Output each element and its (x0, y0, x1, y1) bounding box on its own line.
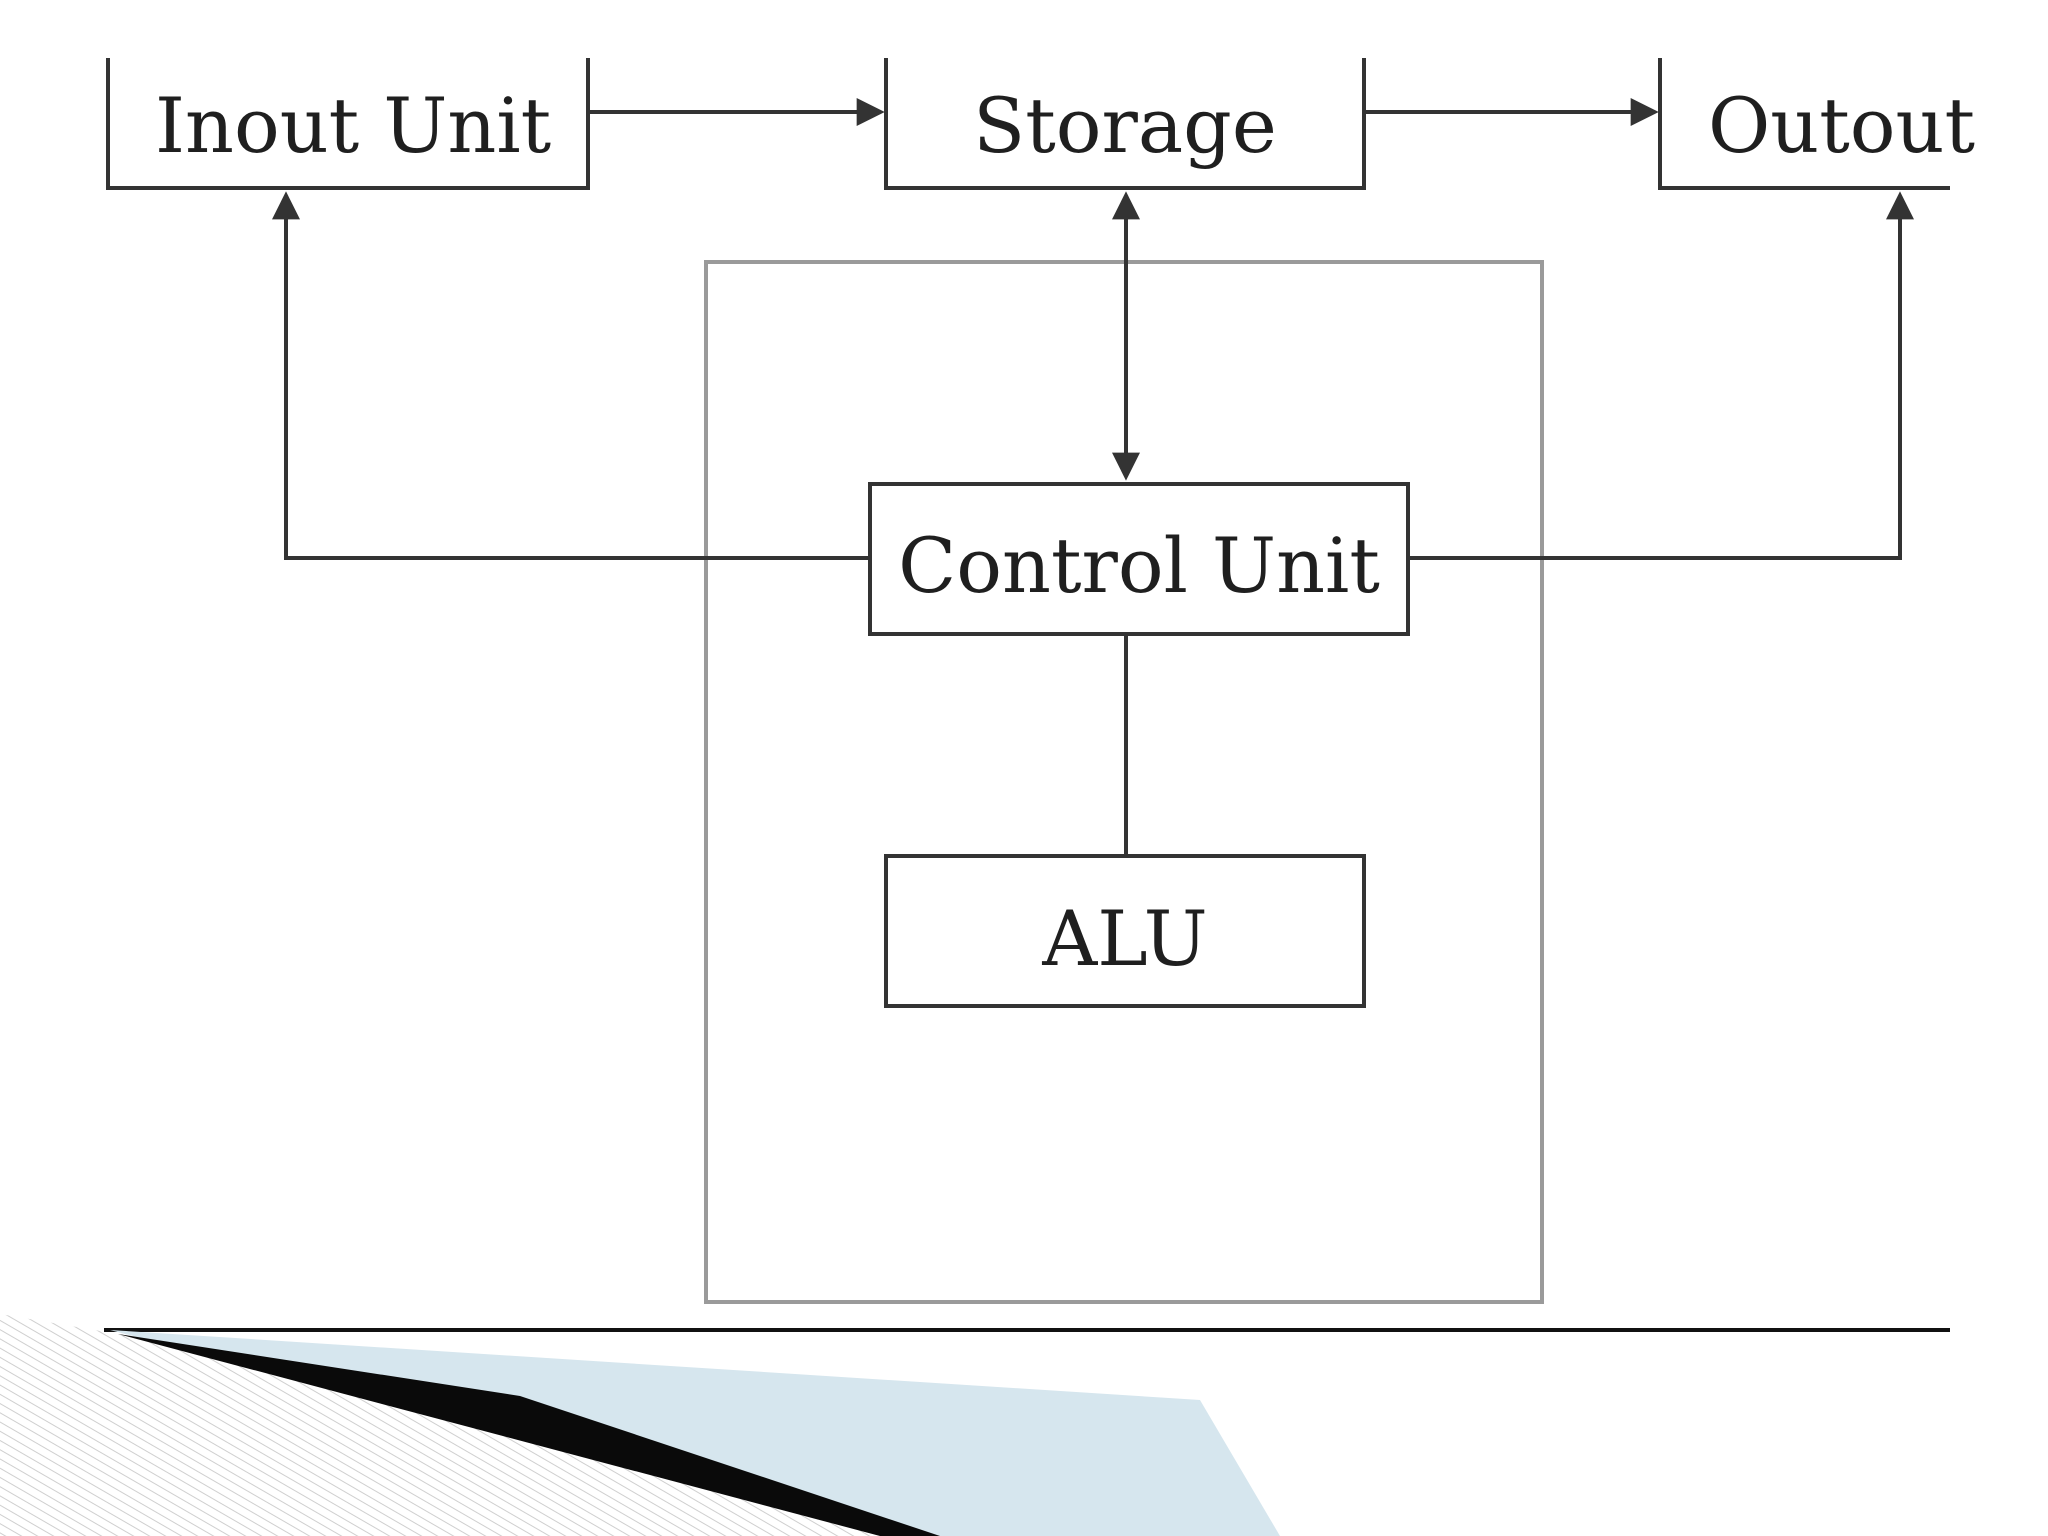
storage-node: Storage (884, 58, 1366, 190)
output-unit-label: Outout (1708, 81, 1975, 170)
alu-node: ALU (884, 854, 1366, 1008)
storage-label: Storage (973, 81, 1277, 170)
input-unit-node: Inout Unit (106, 58, 590, 190)
arrow-control-to-output (1408, 191, 1914, 560)
alu-label: ALU (1041, 894, 1207, 983)
control-unit-label: Control Unit (898, 521, 1380, 610)
arrow-control-to-input (272, 191, 870, 560)
control-unit-node: Control Unit (868, 482, 1410, 636)
input-unit-label: Inout Unit (155, 81, 551, 170)
footer-accent-dark (118, 1334, 940, 1536)
output-unit-node: Outout (1658, 58, 1975, 190)
